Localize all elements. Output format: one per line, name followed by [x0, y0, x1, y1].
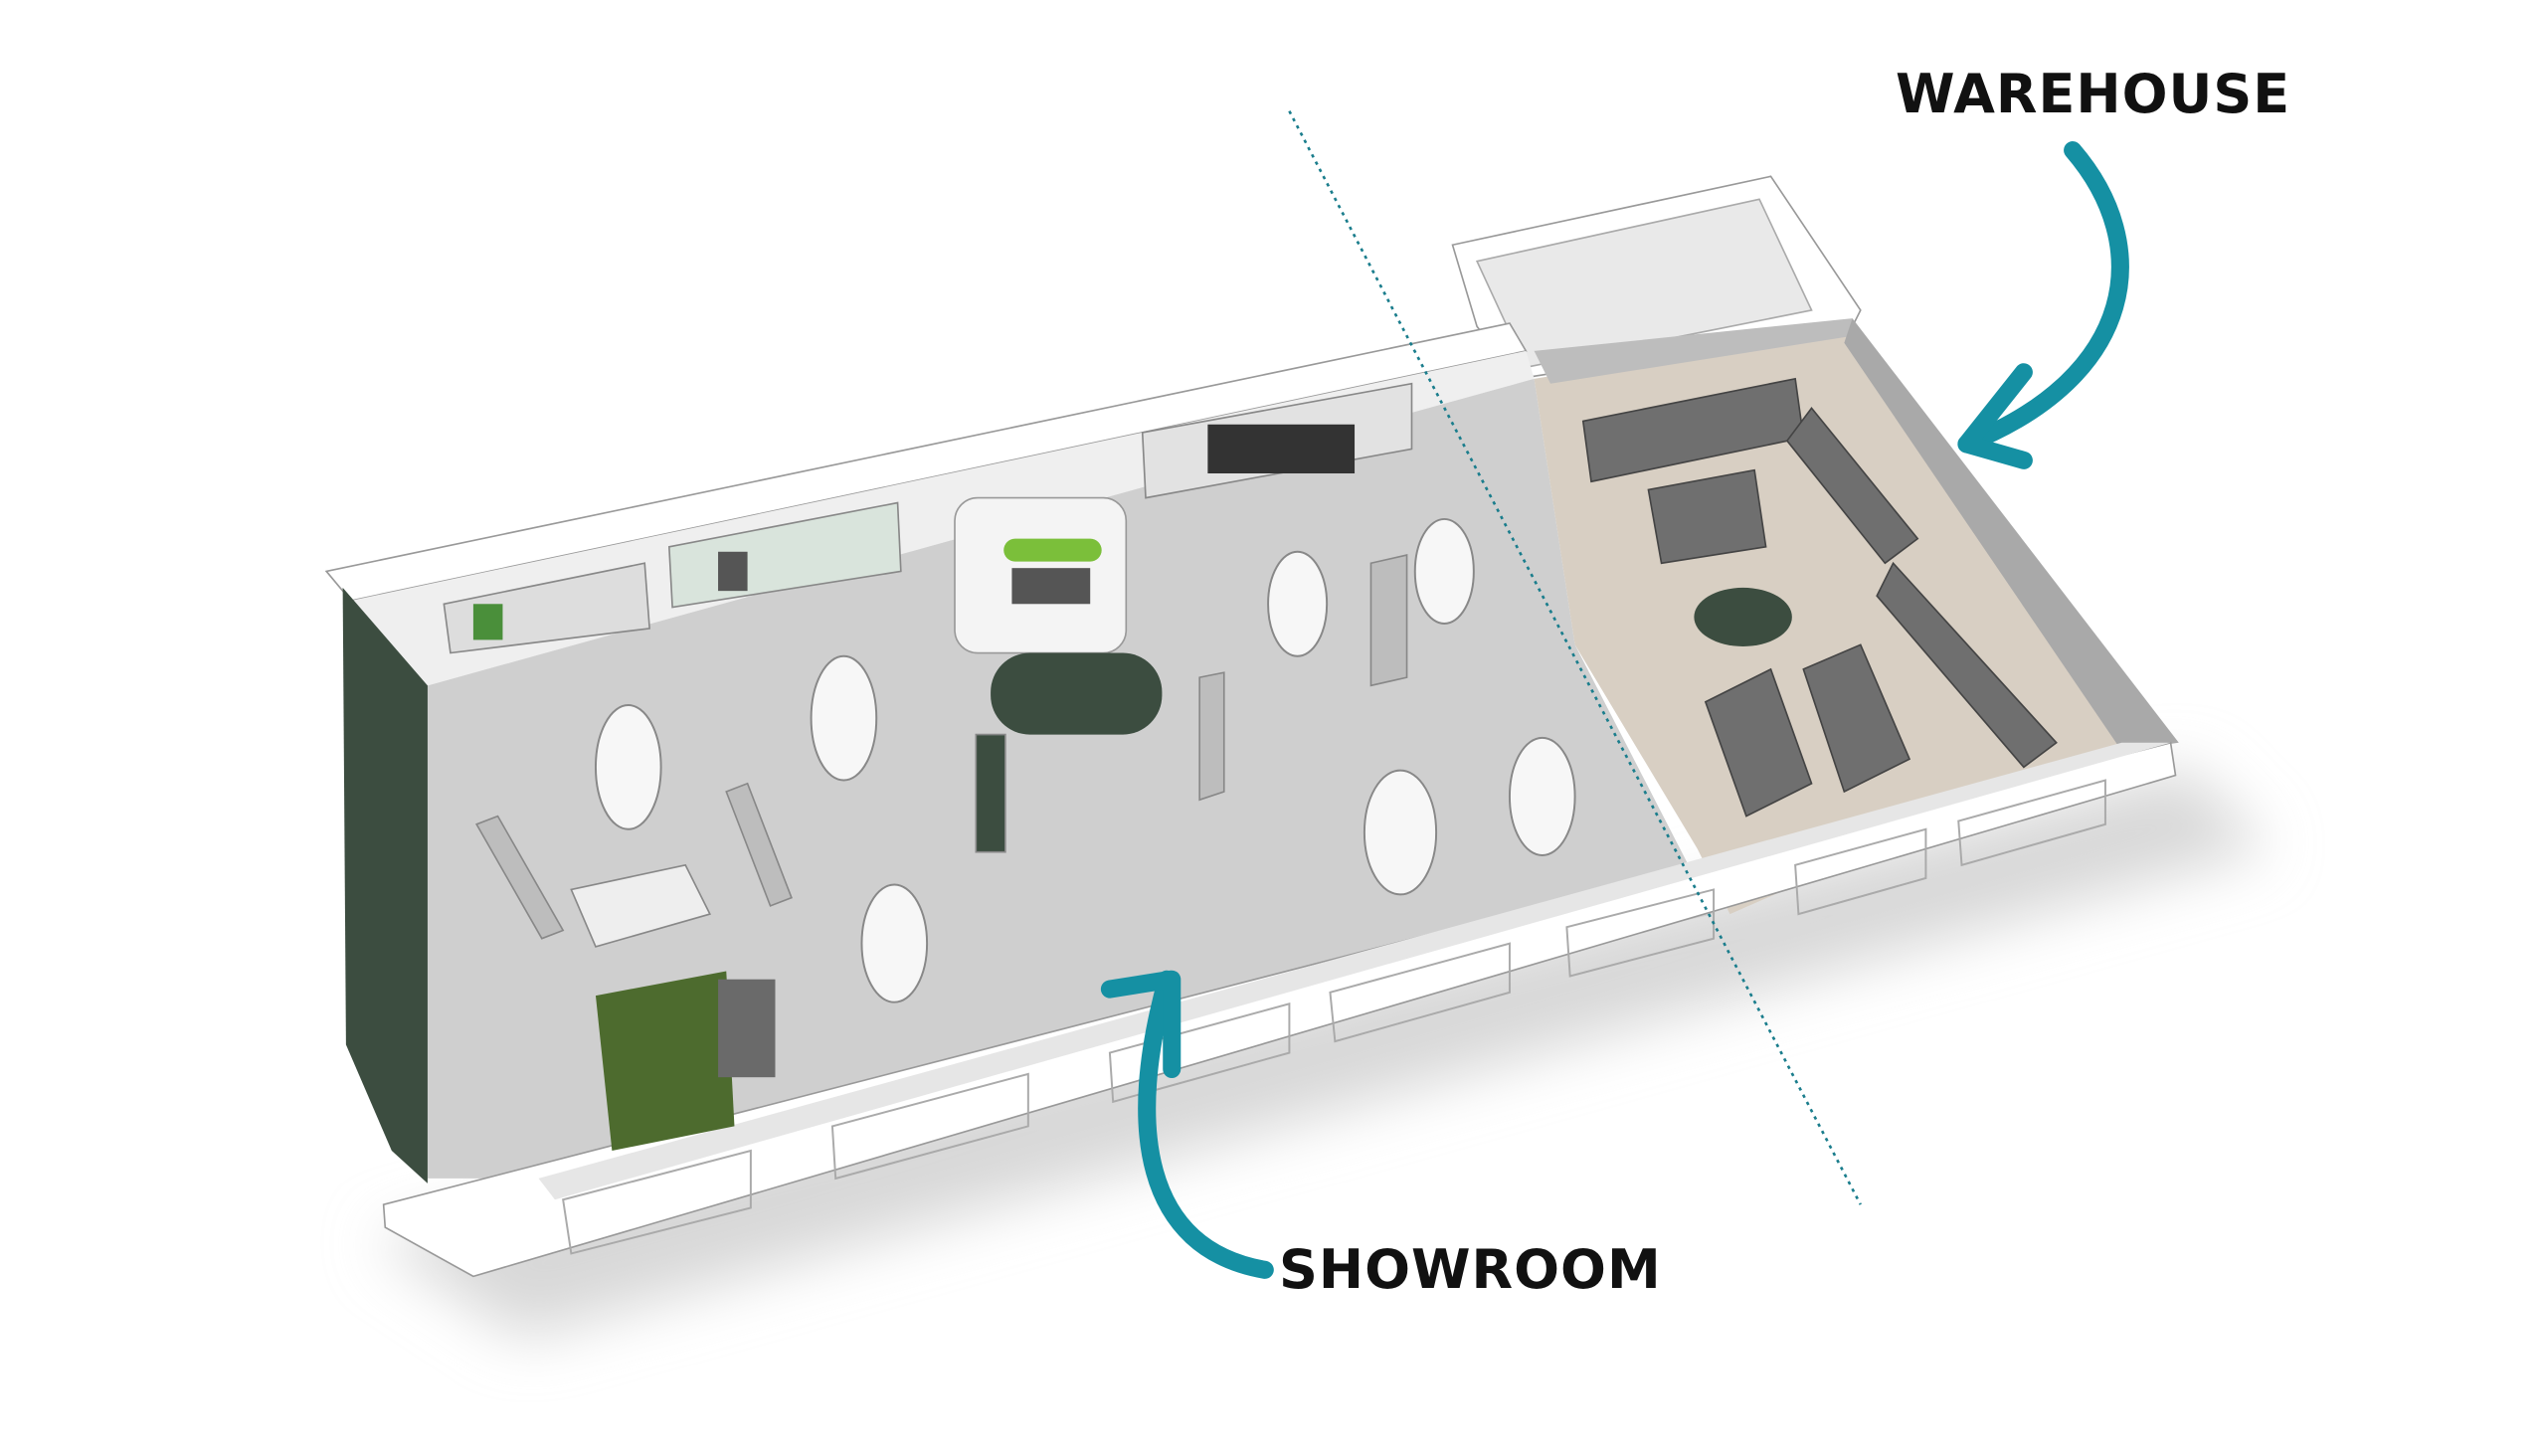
security-gates	[474, 554, 1408, 940]
wall-displays	[443, 382, 1413, 654]
showroom-arrow	[1100, 970, 1274, 1279]
lounge-area	[595, 971, 735, 1152]
warehouse-arrow	[1957, 141, 2129, 469]
left-accent-wall	[342, 587, 428, 1183]
zone-divider-line	[1288, 110, 1862, 1205]
warehouse-label: WAREHOUSE	[1896, 63, 2291, 125]
warehouse-floor	[1534, 326, 2122, 915]
promo-tower	[954, 496, 1128, 654]
bench-shelf	[570, 863, 712, 948]
showroom-label: SHOWROOM	[1279, 1238, 1662, 1301]
storage-racks	[1581, 377, 2058, 818]
cash-desk	[991, 652, 1163, 735]
warehouse-counter	[1694, 587, 1792, 646]
building-shadow	[375, 767, 2270, 1339]
front-windows	[562, 779, 2106, 1255]
